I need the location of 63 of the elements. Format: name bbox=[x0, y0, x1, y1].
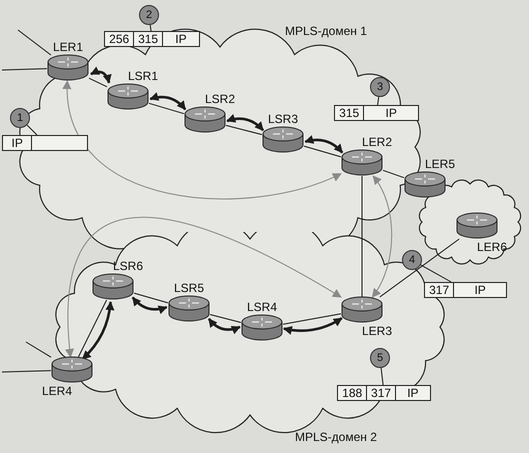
link-line bbox=[2, 68, 48, 70]
arrow bbox=[226, 114, 264, 132]
router-label: LSR6 bbox=[112, 259, 143, 273]
header-field-text: IP bbox=[175, 32, 187, 46]
link-line bbox=[210, 314, 242, 323]
leader-line bbox=[150, 24, 152, 32]
arrow bbox=[82, 301, 114, 360]
step-number: 2 bbox=[139, 5, 159, 25]
arrow bbox=[149, 92, 186, 110]
link-line bbox=[26, 342, 52, 358]
router-label: LER1 bbox=[52, 40, 84, 54]
link-line bbox=[88, 78, 108, 88]
router-label: LER4 bbox=[42, 384, 74, 398]
link-line bbox=[148, 102, 184, 114]
router-label: LER5 bbox=[424, 157, 455, 171]
arrow bbox=[90, 66, 112, 84]
link-line bbox=[226, 124, 262, 136]
arrow bbox=[282, 317, 343, 335]
header-field-text: 188 bbox=[342, 386, 362, 400]
router-label: LSR4 bbox=[246, 300, 278, 314]
domain-title: MPLS-домен 2 bbox=[295, 430, 377, 444]
router-label: LSR1 bbox=[126, 69, 158, 83]
packet-header bbox=[337, 385, 431, 401]
router-label: LER2 bbox=[360, 135, 392, 149]
link-line bbox=[382, 170, 404, 178]
packet-header bbox=[104, 31, 200, 47]
arrow bbox=[372, 175, 392, 298]
link-line bbox=[2, 370, 52, 372]
header-field-text: 317 bbox=[429, 283, 450, 297]
link-line bbox=[379, 238, 460, 298]
link-line bbox=[282, 313, 342, 325]
leader-line bbox=[380, 367, 384, 386]
step-number: 4 bbox=[402, 250, 422, 270]
router-label: LSR3 bbox=[266, 112, 300, 126]
packet-header bbox=[334, 105, 419, 121]
leader-line bbox=[26, 124, 38, 136]
leader-line bbox=[420, 264, 452, 282]
arrow bbox=[304, 135, 344, 154]
link-line bbox=[304, 146, 342, 158]
header-field-text: IP bbox=[385, 106, 397, 120]
header-field-text: 315 bbox=[339, 106, 360, 120]
leader-line bbox=[377, 96, 380, 106]
arrow bbox=[65, 217, 342, 358]
router-label: LSR5 bbox=[172, 281, 206, 295]
step-number: 1 bbox=[10, 108, 30, 128]
header-field-text: IP bbox=[474, 283, 486, 297]
arrow bbox=[63, 80, 342, 200]
link-line bbox=[78, 300, 108, 358]
packet-header bbox=[2, 135, 88, 151]
router-label: LER6 bbox=[476, 240, 507, 254]
router-label: LER3 bbox=[360, 324, 392, 338]
link-line bbox=[18, 30, 52, 56]
arrow bbox=[208, 318, 241, 334]
header-field-text: 256 bbox=[109, 32, 130, 46]
header-field-text: 317 bbox=[371, 386, 392, 400]
header-field-text: 315 bbox=[138, 32, 158, 46]
packet-header bbox=[424, 282, 507, 298]
link-line bbox=[134, 292, 168, 304]
router-label: LSR2 bbox=[204, 92, 235, 106]
domain-title: MPLS-домен 1 bbox=[285, 24, 367, 38]
arrow bbox=[132, 296, 168, 314]
header-field-text: IP bbox=[11, 136, 23, 150]
header-field-text: IP bbox=[407, 386, 419, 400]
